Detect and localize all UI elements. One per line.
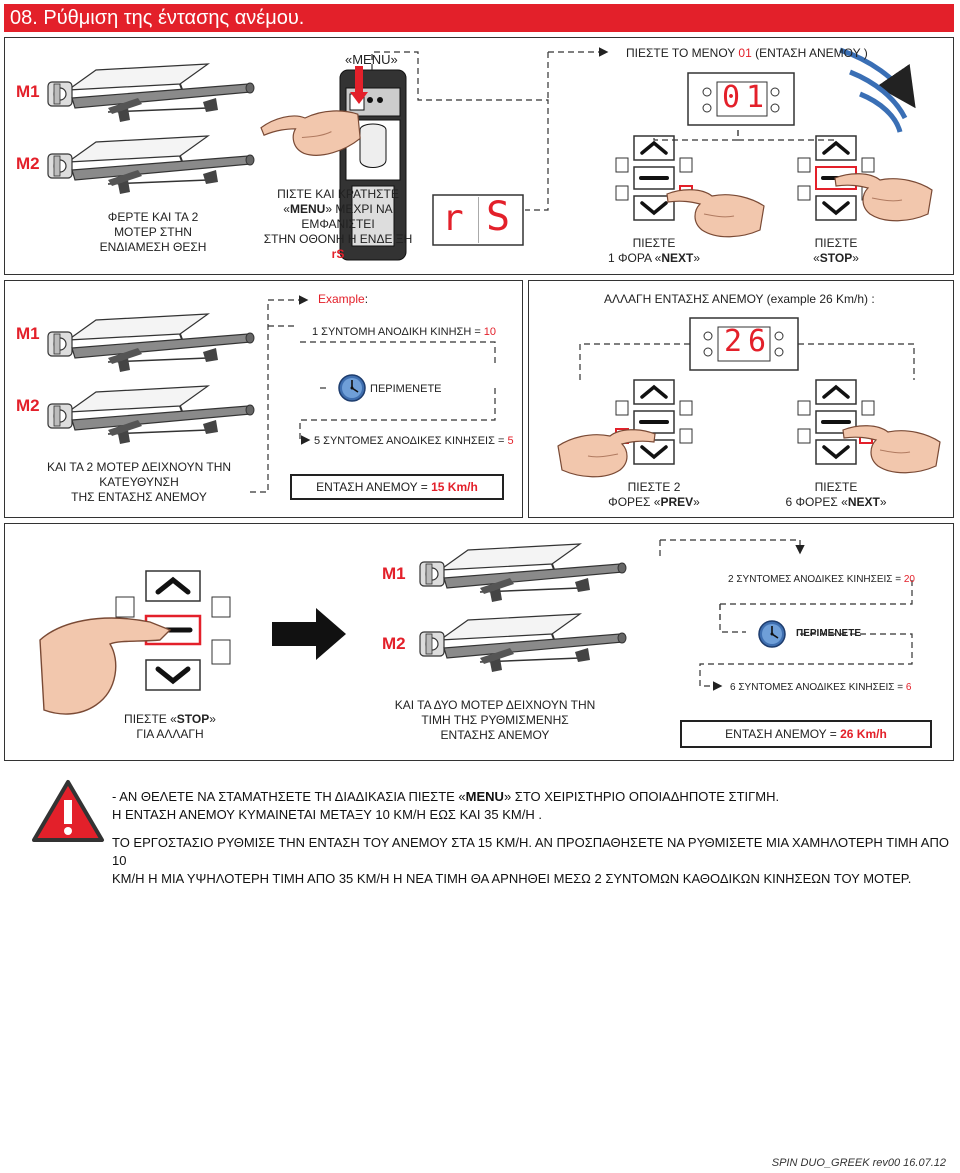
menu-01-instruction: ΠΙΕΣΤΕ ΤΟ ΜΕΝΟΥ 01 (ΕΝΤΑΣΗ ΑΝΕΜΟΥ )	[626, 46, 868, 60]
press-hold-caption: ΠΙΣΤΕ ΚΑΙ ΚΡΑΤΗΣΤΕ «MENU» ΜΕΧΡΙ ΝΑ ΕΜΦΑΝ…	[263, 187, 413, 261]
keypad-next-2	[797, 378, 875, 466]
clock-icon	[338, 374, 366, 402]
keypad-next	[615, 134, 693, 222]
display-digit-6: 6	[748, 324, 767, 359]
motor-label-m2: M2	[16, 396, 40, 415]
awning-m1-image	[47, 63, 255, 123]
display-digit-0: 0	[722, 80, 741, 115]
big-arrow-icon	[272, 608, 346, 660]
wait-text: ΠΕΡΙΜΕΝΕΤΕ	[370, 383, 442, 395]
awning-m2-image	[47, 135, 255, 195]
hand-pointer-icon	[39, 617, 172, 715]
change-intensity-title: ΑΛΛΑΓΗ ΕΝΤΑΣΗΣ ΑΝΕΜΟΥ (example 26 Km/h) …	[604, 292, 875, 306]
awning-m2-image	[47, 385, 255, 445]
display-digit-r: r	[442, 198, 464, 239]
awning-m2-image	[419, 613, 627, 673]
step1-text: 2 ΣΥΝΤΟΜΕΣ ΑΝΟΔΙΚΕΣ ΚΙΝΗΣΕΙΣ = 20	[728, 574, 915, 585]
bring-motors-caption: ΦΕΡΤΕ ΚΑΙ ΤΑ 2 ΜΟΤΕΡ ΣΤΗΝ ΕΝΔΙΑΜΕΣΗ ΘΕΣΗ	[99, 210, 207, 254]
wind-intensity-result: ΕΝΤΑΣΗ ΑΝΕΜΟΥ = 26 Km/h	[680, 720, 932, 748]
press-next-6-caption: ΠΙΕΣΤΕ 6 ΦΟΡΕΣ «NEXT»	[785, 480, 887, 509]
footer-revision: SPIN DUO_GREEK rev00 16.07.12	[771, 1157, 946, 1169]
motors-show-direction-caption: ΚΑΙ ΤΑ 2 ΜΟΤΕΡ ΔΕΙΧΝΟΥΝ ΤΗΝ ΚΑΤΕΥΘΥΝΣΗ Τ…	[46, 460, 232, 504]
press-stop-change-caption: ΠΙΕΣΤΕ «STOP» ΓΙΑ ΑΛΛΑΓΗ	[124, 712, 216, 741]
hand-pointer-icon	[842, 425, 941, 474]
keypad-prev	[615, 378, 693, 466]
clock-icon	[758, 620, 786, 648]
press-prev-caption: ΠΙΕΣΤΕ 2 ΦΟΡΕΣ «PREV»	[608, 480, 700, 509]
motor-label-m1: M1	[382, 564, 406, 583]
motor-label-m1: M1	[16, 82, 40, 101]
step2-text: 6 ΣΥΝΤΟΜΕΣ ΑΝΟΔΙΚΕΣ ΚΙΝΗΣΕΙΣ = 6	[730, 682, 912, 693]
motors-show-value-caption: ΚΑΙ ΤΑ ΔΥΟ ΜΟΤΕΡ ΔΕΙΧΝΟΥΝ ΤΗΝ ΤΙΜΗ ΤΗΣ Ρ…	[394, 698, 596, 742]
press-next-caption: ΠΙΕΣΤΕ 1 ΦΟΡΑ «NEXT»	[607, 236, 701, 265]
wind-intensity-result: ΕΝΤΑΣΗ ΑΝΕΜΟΥ = 15 Km/h	[290, 474, 504, 500]
warning-notes: - ΑΝ ΘΕΛΕΤΕ ΝΑ ΣΤΑΜΑΤΗΣΕΤΕ ΤΗ ΔΙΑΔΙΚΑΣΙΑ…	[112, 789, 949, 886]
motor-label-m1: M1	[16, 324, 40, 343]
awning-m1-image	[47, 313, 255, 373]
remote-control-image	[339, 66, 407, 261]
motor-label-m2: M2	[16, 154, 40, 173]
warning-icon	[32, 780, 104, 842]
motor-label-m2: M2	[382, 634, 406, 653]
display-digit-2: 2	[724, 324, 743, 359]
wait-text: ΠΕΡΙΜΕΝΕΤΕ	[796, 628, 862, 639]
menu-label: «MENU»	[345, 52, 398, 67]
awning-m1-image	[419, 543, 627, 603]
page-title: 08. Ρύθμιση της έντασης ανέμου.	[4, 4, 954, 32]
display-digit-s: S	[486, 194, 511, 240]
step2-text: 5 ΣΥΝΤΟΜΕΣ ΑΝΟΔΙΚΕΣ ΚΙΝΗΣΕΙΣ = 5	[314, 435, 514, 447]
wind-arrows-icon	[839, 47, 916, 133]
hand-pointer-icon	[666, 189, 765, 238]
example-label: Example:	[318, 292, 369, 306]
keypad-stop-large	[115, 570, 231, 691]
step1-text: 1 ΣΥΝΤΟΜΗ ΑΝΟΔΙΚΗ ΚΙΝΗΣΗ = 10	[312, 326, 497, 338]
display-digit-1: 1	[746, 80, 765, 115]
press-stop-caption: ΠΙΕΣΤΕ «STOP»	[813, 236, 859, 265]
